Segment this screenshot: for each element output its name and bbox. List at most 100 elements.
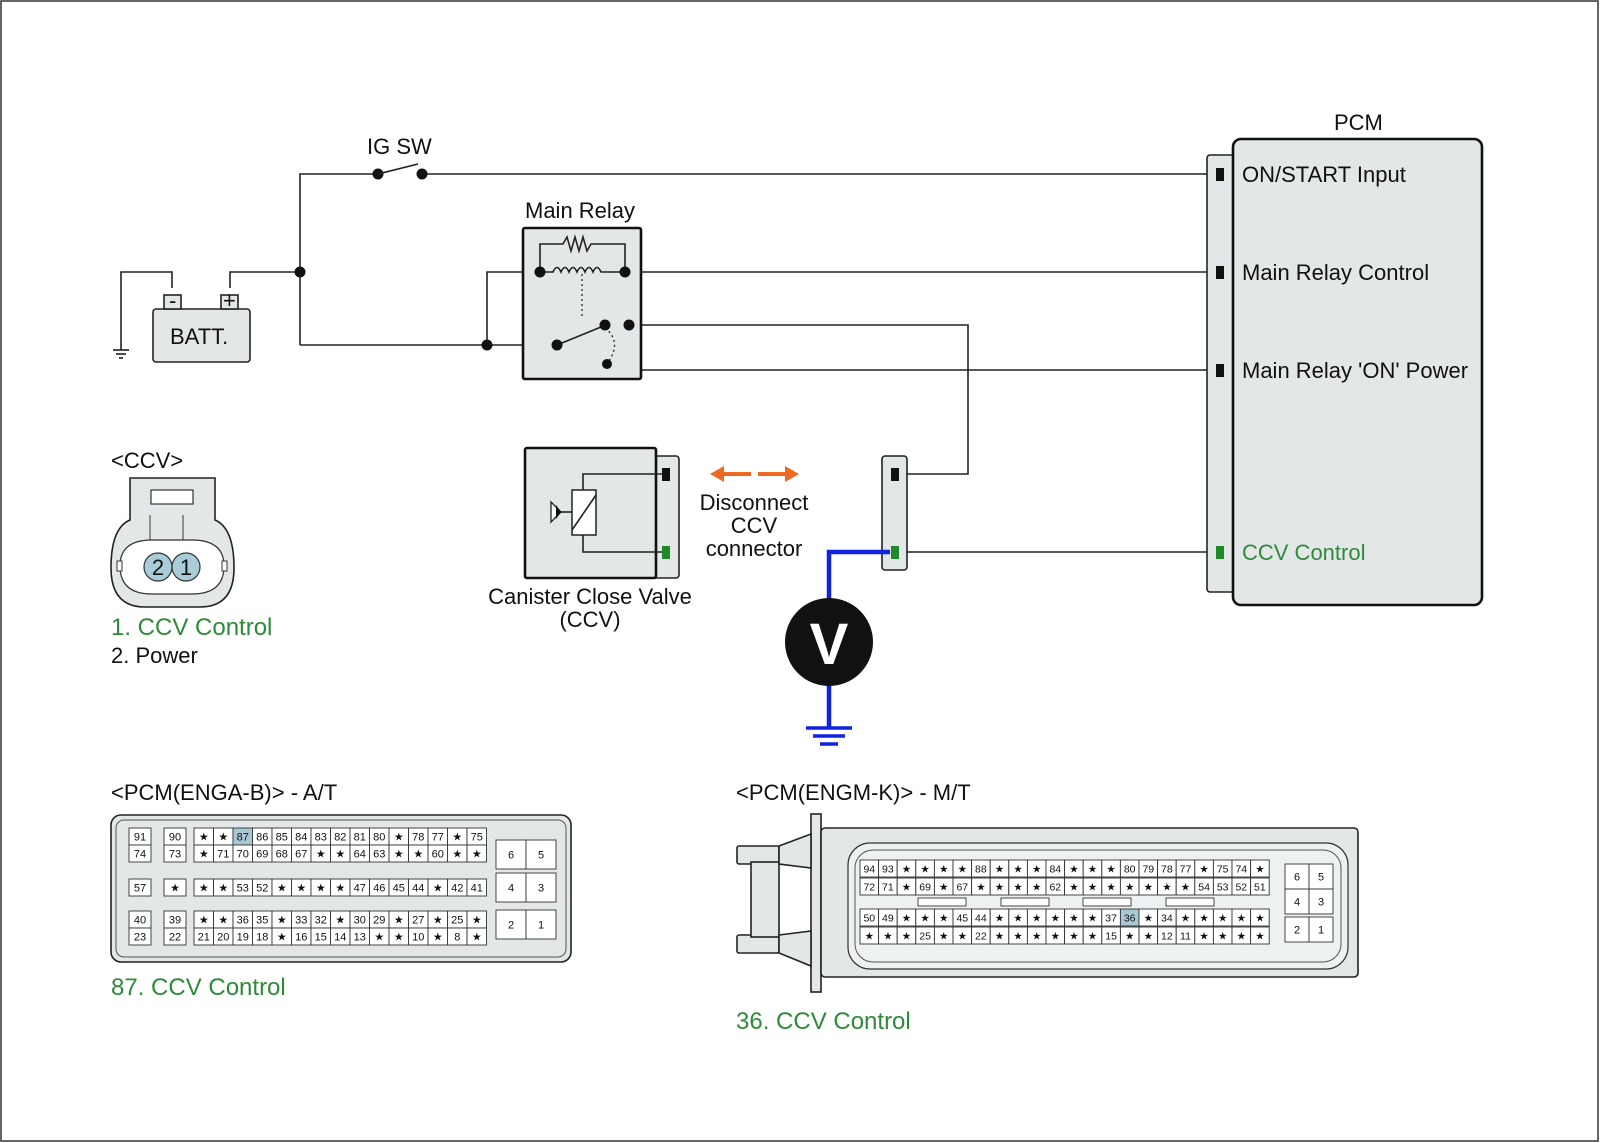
- connector-pin: 80: [369, 827, 390, 846]
- connector-pin-label: ★: [1255, 931, 1265, 943]
- pcm-pin-ccv-control: [1216, 546, 1224, 559]
- connector-pin: ★: [896, 926, 917, 945]
- connector-pin-label: 22: [975, 931, 987, 943]
- connector-pin-label: ★: [218, 832, 228, 844]
- connector-pin-label: 53: [237, 883, 249, 895]
- connector-pin-label: ★: [199, 883, 209, 895]
- connector-pin-label: 67: [295, 849, 307, 861]
- main-relay-label: Main Relay: [525, 198, 635, 223]
- voltmeter: V: [785, 549, 890, 746]
- pcm-at-legend: 87. CCV Control: [111, 974, 286, 1001]
- connector-pin-label: ★: [1013, 864, 1023, 876]
- connector-pin: ★: [1250, 926, 1270, 945]
- connector-pin: 30: [349, 910, 370, 929]
- connector-pin: 83: [310, 827, 331, 846]
- connector-pin: ★: [1138, 877, 1159, 896]
- connector-pin-label: ★: [394, 832, 404, 844]
- connector-pin-label: 42: [451, 883, 463, 895]
- battery: - + BATT.: [152, 288, 251, 363]
- connector-pin: ★: [952, 859, 973, 878]
- connector-pin-label: 6: [508, 850, 514, 862]
- connector-pin: 5: [1308, 863, 1334, 890]
- connector-pin-label: ★: [939, 931, 949, 943]
- main-relay: Main Relay: [521, 198, 643, 381]
- connector-pin-label: 14: [334, 932, 346, 944]
- connector-pin: 5: [525, 839, 557, 870]
- connector-pin: 47: [349, 878, 370, 897]
- connector-pin-label: 84: [295, 832, 307, 844]
- ccv-connector-title: <CCV>: [111, 448, 183, 473]
- connector-pin-label: 30: [354, 915, 366, 927]
- connector-pin-label: ★: [1144, 913, 1154, 925]
- connector-pin: ★: [1231, 926, 1252, 945]
- connector-pin-label: 73: [169, 849, 181, 861]
- connector-pin: ★: [1082, 859, 1103, 878]
- connector-pin-label: ★: [472, 849, 482, 861]
- connector-pin: ★: [1231, 908, 1252, 927]
- disconnect-indicator: Disconnect CCV connector: [700, 466, 808, 561]
- connector-pin: ★: [388, 910, 409, 929]
- connector-pin-label: 3: [538, 883, 544, 895]
- pcm-module: PCM ON/START Input Main Relay Control Ma…: [1206, 110, 1484, 607]
- connector-pin: ★: [466, 910, 487, 929]
- connector-pin-label: 74: [134, 849, 146, 861]
- connector-pin: 46: [369, 878, 390, 897]
- connector-pin-label: ★: [1199, 931, 1209, 943]
- pcm-on-start-label: ON/START Input: [1242, 162, 1406, 187]
- connector-pin: 74: [1231, 859, 1252, 878]
- connector-pin: ★: [291, 878, 312, 897]
- connector-pin-label: 45: [956, 913, 968, 925]
- connector-pin: 74: [128, 844, 152, 863]
- connector-pin-label: 88: [975, 864, 987, 876]
- connector-pin-label: ★: [1255, 864, 1265, 876]
- connector-pin-label: 21: [198, 932, 210, 944]
- connector-pin-label: 12: [1161, 931, 1173, 943]
- connector-pin: 69: [915, 877, 935, 896]
- connector-pin: 6: [1284, 863, 1310, 890]
- connector-pin: 19: [232, 927, 253, 946]
- connector-pin: ★: [1082, 877, 1103, 896]
- connector-pin-label: ★: [958, 931, 968, 943]
- connector-pin-label: ★: [199, 832, 209, 844]
- connector-pin: ★: [1064, 926, 1084, 945]
- connector-pin-label: 40: [134, 915, 146, 927]
- connector-pin-label: 47: [354, 883, 366, 895]
- connector-pin: 34: [1157, 908, 1177, 927]
- connector-pin: 52: [252, 878, 273, 897]
- harness-pin-control: [891, 546, 899, 559]
- connector-pin-label: ★: [316, 883, 326, 895]
- connector-pin-label: ★: [920, 913, 930, 925]
- connector-pin: ★: [933, 926, 954, 945]
- connector-pin: 78: [408, 827, 429, 846]
- connector-pin-label: 10: [412, 932, 424, 944]
- connector-pin: 44: [971, 908, 991, 927]
- junction-dots: [294, 266, 493, 351]
- connector-pin-label: 16: [295, 932, 307, 944]
- connector-pin: 15: [1101, 926, 1121, 945]
- connector-pin: ★: [952, 926, 973, 945]
- pcm-body: [1231, 137, 1484, 607]
- ccv-component-label-line2: (CCV): [559, 607, 620, 632]
- connector-pin: ★: [388, 827, 409, 846]
- connector-pin-label: 2: [1294, 925, 1300, 937]
- connector-pin: ★: [878, 926, 898, 945]
- pcm-pin-main-relay-control: [1216, 266, 1224, 279]
- battery-body: [152, 308, 251, 363]
- connector-pin: 82: [330, 827, 351, 846]
- pcm-at-title: <PCM(ENGA-B)> - A/T: [111, 780, 337, 805]
- connector-pin-label: 81: [354, 832, 366, 844]
- connector-pin-label: 5: [1318, 872, 1324, 884]
- connector-pin-label: 84: [1049, 864, 1061, 876]
- connector-pin: ★: [933, 908, 954, 927]
- ccv-pin-2-label: 2: [152, 555, 164, 580]
- connector-pin: 84: [291, 827, 312, 846]
- connector-pin: ★: [213, 910, 234, 929]
- connector-pin-label: 62: [1049, 882, 1061, 894]
- main-relay-body: [521, 226, 643, 381]
- connector-pin: ★: [915, 908, 935, 927]
- connector-pin-label: 36: [1124, 913, 1136, 925]
- connector-pin: 86: [252, 827, 273, 846]
- connector-pin: 77: [427, 827, 448, 846]
- connector-pin: 8: [447, 927, 468, 946]
- connector-pin-label: 90: [169, 832, 181, 844]
